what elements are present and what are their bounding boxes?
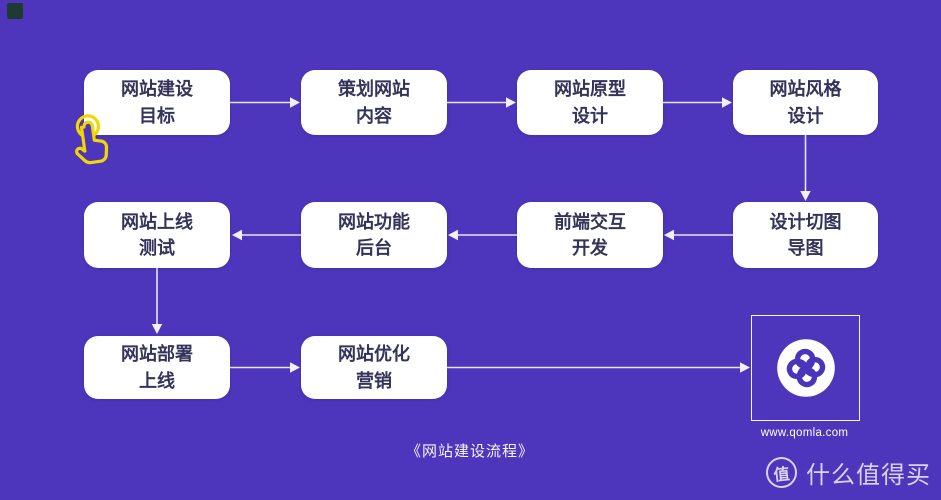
- flow-node-test: 网站上线 测试: [84, 202, 230, 268]
- flow-node-backend: 网站功能 后台: [301, 202, 447, 268]
- qomla-logo-box: [751, 315, 860, 421]
- qomla-url: www.qomla.com: [760, 427, 849, 439]
- smzdm-watermark: 值 什么值得买: [764, 455, 931, 490]
- smzdm-badge-icon: 值: [764, 455, 799, 490]
- flow-node-optimize: 网站优化 营销: [301, 336, 447, 399]
- flow-node-plan: 策划网站 内容: [301, 70, 447, 135]
- tap-hand-icon: [75, 114, 109, 165]
- corner-square-mark: [7, 3, 23, 19]
- flow-node-deploy: 网站部署 上线: [84, 336, 230, 399]
- flow-node-prototype: 网站原型 设计: [517, 70, 663, 135]
- diagram-caption: 《网站建设流程》: [405, 443, 534, 460]
- flow-node-goal: 网站建设 目标: [84, 70, 230, 135]
- qomla-clover-logo-icon: [776, 339, 835, 397]
- flow-node-frontend: 前端交互 开发: [517, 202, 663, 268]
- smzdm-watermark-text: 什么值得买: [806, 462, 931, 489]
- flow-node-slice: 设计切图 导图: [733, 202, 878, 268]
- flow-node-style: 网站风格 设计: [733, 70, 878, 135]
